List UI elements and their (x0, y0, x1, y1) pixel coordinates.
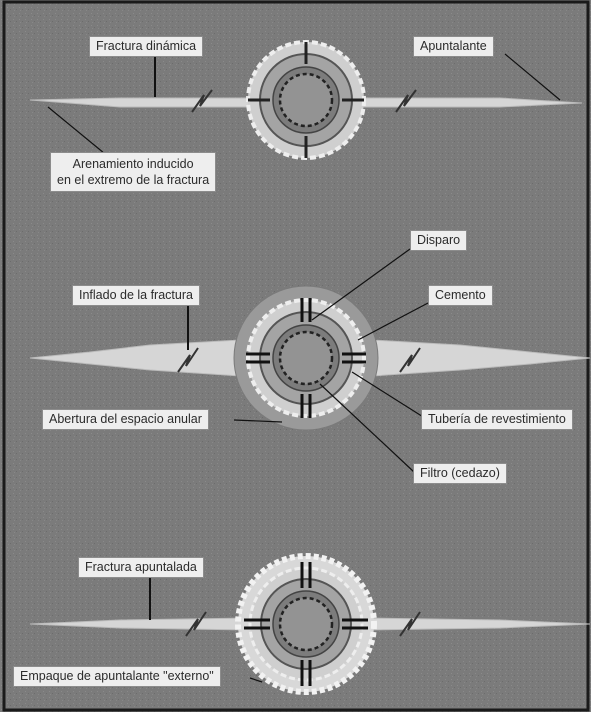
label-tuberia: Tubería de revestimiento (421, 409, 573, 430)
perforations-3 (244, 562, 368, 686)
break-mark-left-2 (177, 347, 199, 373)
screen-1 (278, 72, 334, 128)
screen-3 (278, 596, 334, 652)
perforations-1 (248, 42, 364, 158)
label-apuntalante: Apuntalante (413, 36, 494, 57)
leader-disparo (311, 248, 411, 321)
leader-cemento (357, 302, 429, 341)
leader-tuberia (351, 371, 429, 421)
leader-empaque (249, 677, 263, 683)
label-filtro: Filtro (cedazo) (413, 463, 507, 484)
break-mark-right-1 (395, 89, 417, 113)
label-inflado: Inflado de la fractura (72, 285, 200, 306)
label-disparo: Disparo (410, 230, 468, 251)
label-cemento: Cemento (428, 285, 493, 306)
panel-propped-fracture (29, 553, 591, 695)
break-mark-right-3 (399, 611, 421, 637)
label-arenamiento: Arenamiento inducido en el extremo de la… (50, 152, 217, 192)
break-mark-right-2 (399, 347, 421, 373)
label-fractura-dinamica: Fractura dinámica (89, 36, 204, 57)
perforations-2 (246, 298, 366, 418)
leader-apuntalante (504, 53, 561, 101)
panel-dynamic-fracture (29, 40, 583, 160)
leader-abertura (233, 419, 283, 423)
break-mark-left-1 (191, 89, 213, 113)
leader-arenamiento (47, 106, 111, 159)
fracture-right-2 (371, 339, 591, 377)
label-abertura: Abertura del espacio anular (42, 409, 209, 430)
screen-2 (278, 330, 334, 386)
label-empaque: Empaque de apuntalante "externo" (13, 666, 221, 687)
label-fractura-apuntalada: Fractura apuntalada (78, 557, 204, 578)
label-arenamiento-line1: Arenamiento inducido (72, 157, 194, 171)
break-mark-left-3 (185, 611, 207, 637)
leader-filtro (319, 383, 415, 473)
label-arenamiento-line2: en el extremo de la fractura (57, 173, 210, 187)
panel-fracture-inflation (29, 248, 591, 473)
